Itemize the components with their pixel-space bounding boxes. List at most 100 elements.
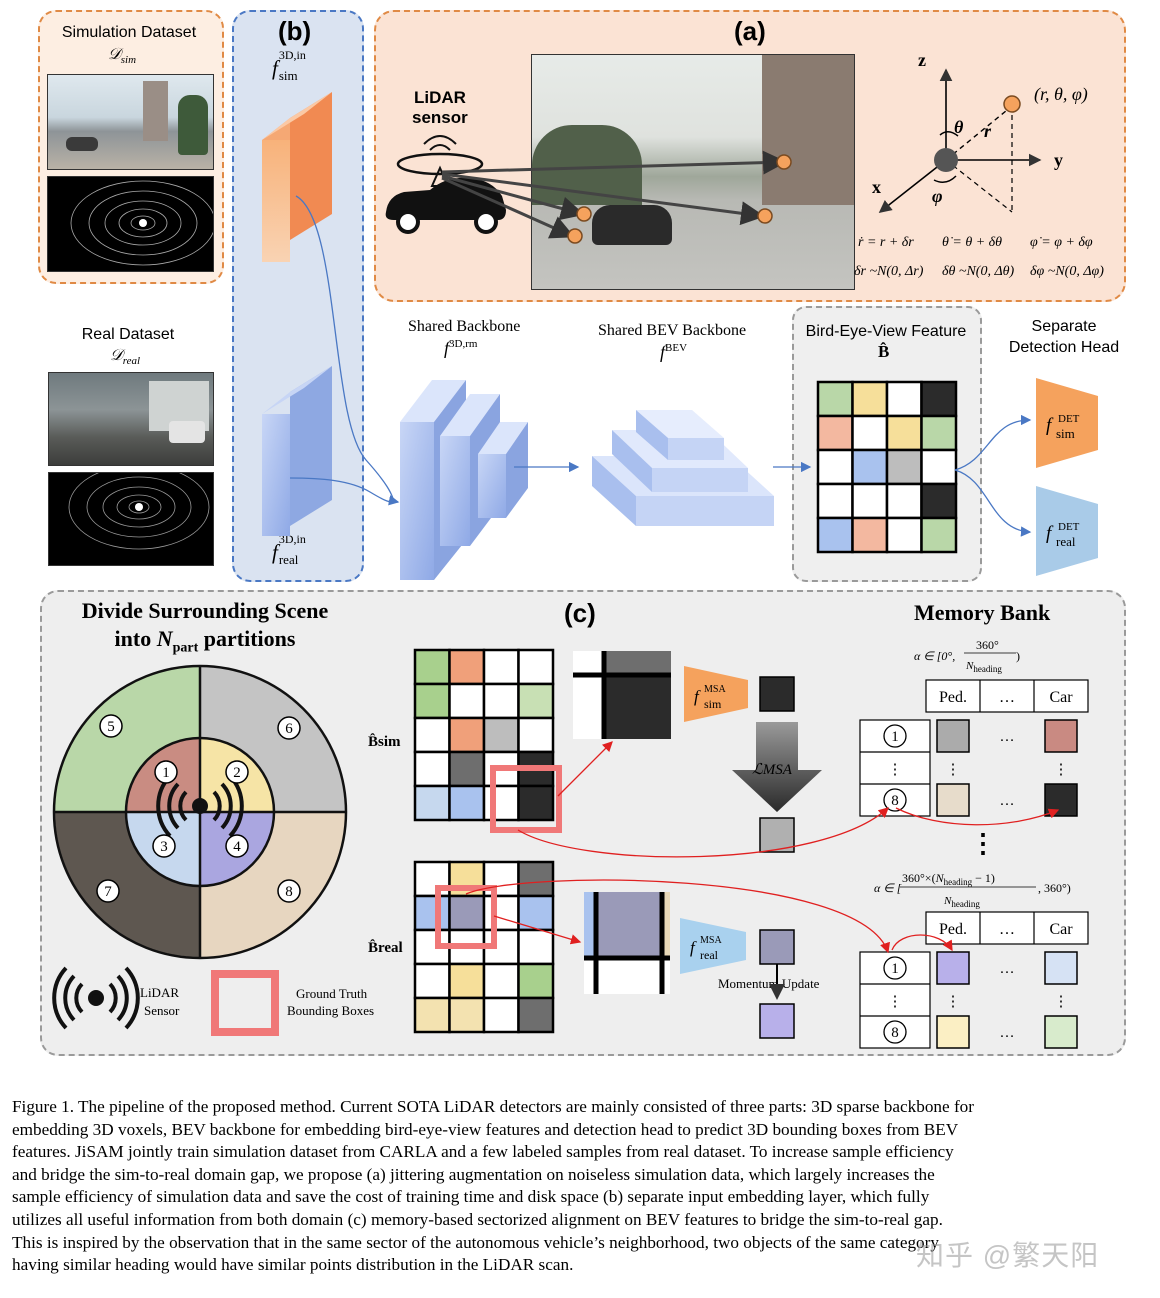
memory-row-label: 1 xyxy=(891,961,899,977)
panel-a-label: (a) xyxy=(734,16,766,46)
gt-box-sim xyxy=(490,765,562,833)
memory-row-label: 8 xyxy=(891,793,899,809)
det-head-sim-sub: sim xyxy=(1056,426,1075,441)
alpha-range-1-prefix: α ∈ [0°, xyxy=(914,649,955,663)
svg-text:…: … xyxy=(1000,793,1015,809)
sector-badge xyxy=(99,714,123,738)
msa-sim-output xyxy=(759,676,795,712)
svg-text:⋮: ⋮ xyxy=(1054,762,1069,778)
lidar-car-icon xyxy=(385,135,506,234)
b-sim-cell xyxy=(482,682,520,720)
det-head-sim-sup: DET xyxy=(1058,413,1080,425)
sector-number: 4 xyxy=(233,839,241,855)
bev-cell xyxy=(885,414,923,452)
caption-line: sample efficiency of simulation data and… xyxy=(12,1187,930,1207)
b-real-cell xyxy=(448,996,486,1034)
b-real-label: B̂real xyxy=(368,939,403,956)
real-dataset-title: Real Dataset xyxy=(81,326,175,343)
theta-label: θ xyxy=(954,117,964,137)
gt-box-real xyxy=(435,885,497,949)
b-sim-cell xyxy=(413,784,451,822)
bev-cell xyxy=(920,482,958,520)
memory-col-header: Car xyxy=(1049,689,1073,706)
sector-badge xyxy=(225,760,249,784)
bev-feature-grid xyxy=(816,380,958,554)
b-sim-grid xyxy=(413,648,555,822)
sector-badge xyxy=(277,716,301,740)
sector-number: 6 xyxy=(285,721,293,737)
sim-dataset-symbol: 𝒟sim xyxy=(108,46,137,67)
sector-badge xyxy=(225,834,249,858)
real-camera-image xyxy=(48,372,214,466)
gt-box-legend-icon xyxy=(211,970,279,1036)
phi-label: φ xyxy=(932,186,943,206)
b-sim-cell xyxy=(482,648,520,686)
jitter-eq-phi: φ̇ = φ + δφ xyxy=(1030,235,1093,250)
bev-cell xyxy=(885,380,923,418)
lidar-rays xyxy=(441,150,787,239)
momentum-updated-feature xyxy=(759,1003,795,1039)
sector-partition-diagram xyxy=(52,664,348,960)
det-head-real-sub: real xyxy=(1056,534,1076,549)
caption-line: and bridge the sim-to-real domain gap, w… xyxy=(12,1164,935,1184)
sector-badge xyxy=(96,879,120,903)
shared-backbone-title: Shared Backbone xyxy=(408,318,521,335)
memory-bank-title: Memory Bank xyxy=(914,600,1051,625)
legend-gt-label-2: Bounding Boxes xyxy=(287,1003,375,1018)
shared-bev-backbone-title: Shared BEV Backbone xyxy=(598,322,747,339)
bev-cell xyxy=(885,448,923,486)
sector-badge xyxy=(152,834,176,858)
memory-col-header: Car xyxy=(1049,921,1073,938)
b-sim-cell xyxy=(413,750,451,788)
b-real-cell xyxy=(413,962,451,1000)
b-sim-cell xyxy=(448,648,486,686)
b-sim-cell xyxy=(413,682,451,720)
alpha-range-1-num: 360° xyxy=(976,638,999,652)
svg-text:Nheading: Nheading xyxy=(965,660,1002,674)
svg-text:⋮: ⋮ xyxy=(888,762,903,778)
bev-feature-title: Bird-Eye-View Feature xyxy=(805,323,967,340)
memory-col-header: Ped. xyxy=(939,689,967,706)
b-real-cell xyxy=(482,894,520,932)
msa-sim-sup: MSA xyxy=(704,684,726,695)
b-real-cell xyxy=(448,962,486,1000)
sector-number: 1 xyxy=(162,765,170,781)
b-sim-label: B̂sim xyxy=(368,733,401,750)
detection-head-title-2: Detection Head xyxy=(1008,339,1120,356)
legend-gt-label-1: Ground Truth xyxy=(296,986,368,1001)
caption-line: features. JiSAM jointly train simulation… xyxy=(12,1142,954,1162)
panel-c-label: (c) xyxy=(564,598,596,628)
b-real-cell xyxy=(517,928,555,966)
b-sim-cell xyxy=(413,716,451,754)
lidar-sensor-label-1: LiDAR xyxy=(414,88,466,107)
sim-camera-image xyxy=(47,74,214,170)
svg-text:…: … xyxy=(1000,961,1015,977)
bev-cell xyxy=(816,516,854,554)
memory-cell xyxy=(936,783,970,817)
b-sim-cell xyxy=(448,716,486,754)
sim-crop-zoom xyxy=(573,651,671,739)
memory-row-label: 1 xyxy=(891,729,899,745)
carla-camera-image xyxy=(531,54,855,290)
real-crop-zoom xyxy=(584,892,670,994)
msa-real-output xyxy=(759,929,795,965)
sector-badge xyxy=(277,879,301,903)
watermark: 知乎 @繁天阳 xyxy=(916,1240,1100,1271)
memory-col-header: … xyxy=(999,921,1015,938)
real-lidar-image xyxy=(48,464,214,566)
b-sim-cell xyxy=(517,716,555,754)
b-sim-cell xyxy=(517,784,555,822)
sector-badge xyxy=(154,760,178,784)
sector-number: 2 xyxy=(233,765,241,781)
momentum-update-label: Momentum Update xyxy=(718,976,820,991)
b-sim-cell xyxy=(482,784,520,822)
svg-text:Nheading: Nheading xyxy=(943,895,980,909)
memory-cell xyxy=(1044,1015,1078,1049)
diagram-graphics: f DET sim f DET real z y xyxy=(52,50,1104,1049)
det-head-real-sup: DET xyxy=(1058,521,1080,533)
msa-head-sim: f MSA sim xyxy=(684,666,748,722)
shared-backbone-f: f3D,rm xyxy=(444,338,478,358)
